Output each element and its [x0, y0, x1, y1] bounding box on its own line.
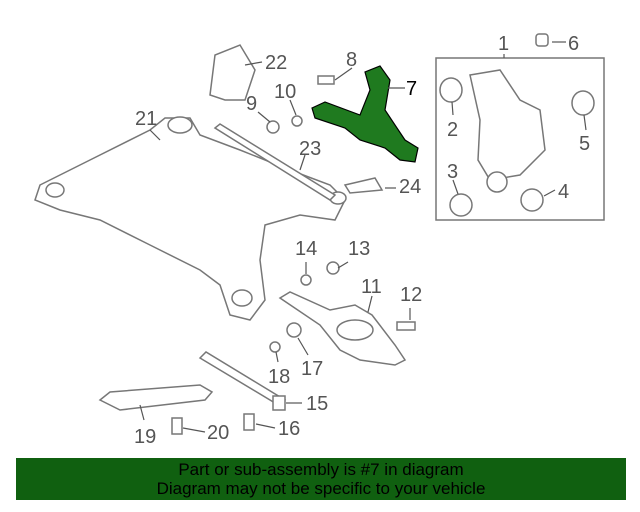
callout-2[interactable]: 2	[447, 119, 458, 141]
knuckle-part[interactable]	[469, 69, 546, 181]
banner-line-1: Part or sub-assembly is #7 in diagram	[178, 460, 464, 479]
callout-15[interactable]: 15	[306, 393, 328, 415]
callout-8[interactable]: 8	[346, 49, 357, 71]
toe-link-part[interactable]	[98, 384, 214, 411]
callout-18[interactable]: 18	[268, 366, 290, 388]
callout-4[interactable]: 4	[558, 181, 569, 203]
callout-10[interactable]: 10	[274, 81, 296, 103]
callout-7[interactable]: 7	[406, 78, 417, 100]
callout-5[interactable]: 5	[579, 133, 590, 155]
callout-3[interactable]: 3	[447, 161, 458, 183]
callout-labels: 1 2 3 4 5 6 7 8 9 10 11 12 13 14 15 16 1…	[134, 33, 590, 448]
callout-22[interactable]: 22	[265, 52, 287, 74]
callout-13[interactable]: 13	[348, 238, 370, 260]
callout-21[interactable]: 21	[135, 108, 157, 130]
callout-24[interactable]: 24	[399, 176, 421, 198]
link-rod-part[interactable]	[213, 123, 337, 201]
notice-banner: Part or sub-assembly is #7 in diagram Di…	[16, 458, 626, 500]
parts-diagram: 1 2 3 4 5 6 7 8 9 10 11 12 13 14 15 16 1…	[34, 33, 605, 448]
upper-arm-part-7[interactable]	[311, 65, 419, 163]
callout-23[interactable]: 23	[299, 138, 321, 160]
callout-20[interactable]: 20	[207, 422, 229, 444]
callout-16[interactable]: 16	[278, 418, 300, 440]
banner-line-2: Diagram may not be specific to your vehi…	[156, 479, 486, 498]
callout-11[interactable]: 11	[361, 276, 382, 298]
callout-9[interactable]: 9	[246, 93, 257, 115]
bracket-part[interactable]	[209, 44, 256, 101]
callout-1[interactable]: 1	[498, 33, 509, 55]
knuckle-group-box	[435, 57, 605, 221]
callout-14[interactable]: 14	[295, 238, 317, 260]
callout-12[interactable]: 12	[400, 284, 422, 306]
callout-17[interactable]: 17	[301, 358, 323, 380]
callout-19[interactable]: 19	[134, 426, 156, 448]
callout-6[interactable]: 6	[568, 33, 579, 55]
leader-lines	[139, 41, 587, 433]
